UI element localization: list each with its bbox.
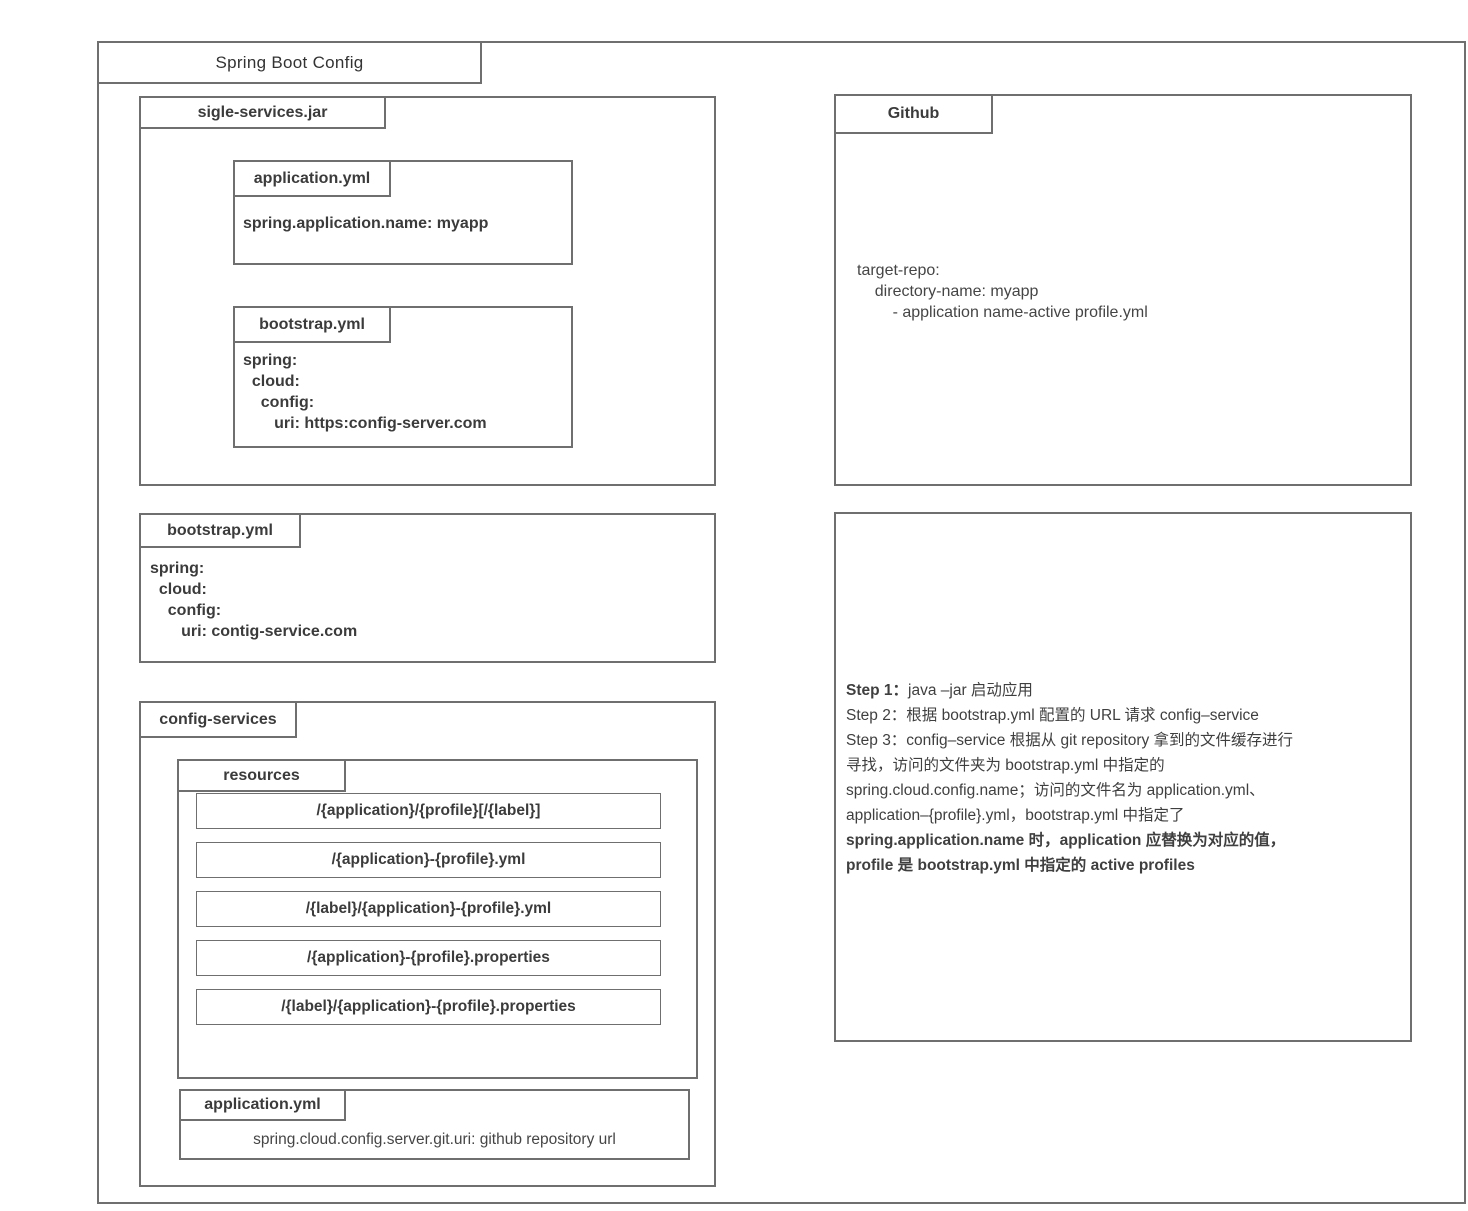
bootstrap-yml2-tab: bootstrap.yml: [139, 513, 301, 548]
steps-box: [834, 512, 1412, 1042]
resource-path-row: /{application}-{profile}.yml: [196, 842, 661, 878]
step-1-rest: java –jar 启动应用: [908, 682, 1033, 699]
resources-tab: resources: [177, 759, 346, 792]
config-services-tab: config-services: [139, 701, 297, 738]
step-line-7: spring.application.name 时，application 应替…: [846, 832, 1286, 849]
github-box: [834, 94, 1412, 486]
diagram-title: Spring Boot Config: [215, 52, 364, 72]
diagram-title-tab: Spring Boot Config: [97, 41, 482, 84]
config-application-yml-label: application.yml: [204, 1096, 321, 1113]
config-services-label: config-services: [159, 710, 277, 728]
step-line-3: Step 3：config–service 根据从 git repository…: [846, 732, 1294, 749]
application-yml-label: application.yml: [253, 169, 371, 187]
steps-text: Step 1：java –jar 启动应用 Step 2：根据 bootstra…: [846, 678, 1402, 878]
single-services-jar-tab: sigle-services.jar: [139, 96, 386, 129]
step-line-4: 寻找，访问的文件夹为 bootstrap.yml 中指定的: [846, 757, 1165, 774]
bootstrap-yml2-label: bootstrap.yml: [167, 521, 273, 539]
resource-path-row: /{application}/{profile}[/{label}]: [196, 793, 661, 829]
application-yml-content: spring.application.name: myapp: [243, 215, 489, 232]
bootstrap-yml-content: spring: cloud: config: uri: https:config…: [243, 352, 487, 432]
config-application-yml-tab: application.yml: [179, 1089, 346, 1121]
bootstrap-yml2-content: spring: cloud: config: uri: contig-servi…: [150, 560, 358, 640]
bootstrap-yml-tab: bootstrap.yml: [233, 306, 391, 343]
resources-label: resources: [223, 766, 300, 784]
config-application-yml-content: spring.cloud.config.server.git.uri: gith…: [253, 1130, 616, 1148]
github-content: target-repo: directory-name: myapp - app…: [857, 262, 1148, 321]
step-line-6: application–{profile}.yml，bootstrap.yml …: [846, 807, 1185, 824]
step-line-5: spring.cloud.config.name；访问的文件名为 applica…: [846, 782, 1265, 799]
bootstrap-yml-label: bootstrap.yml: [259, 315, 365, 333]
resource-path-row: /{application}-{profile}.properties: [196, 940, 661, 976]
resource-path-row: /{label}/{application}-{profile}.yml: [196, 891, 661, 927]
single-services-jar-label: sigle-services.jar: [197, 103, 328, 121]
step-line-2: Step 2：根据 bootstrap.yml 配置的 URL 请求 confi…: [846, 707, 1259, 724]
step-line-8: profile 是 bootstrap.yml 中指定的 active prof…: [846, 857, 1195, 874]
resource-path-row: /{label}/{application}-{profile}.propert…: [196, 989, 661, 1025]
step-line-1: Step 1：java –jar 启动应用: [846, 678, 1402, 703]
github-label: Github: [887, 105, 940, 122]
application-yml-tab: application.yml: [233, 160, 391, 197]
github-tab: Github: [834, 94, 993, 134]
step-1-prefix: Step 1：: [846, 682, 909, 699]
